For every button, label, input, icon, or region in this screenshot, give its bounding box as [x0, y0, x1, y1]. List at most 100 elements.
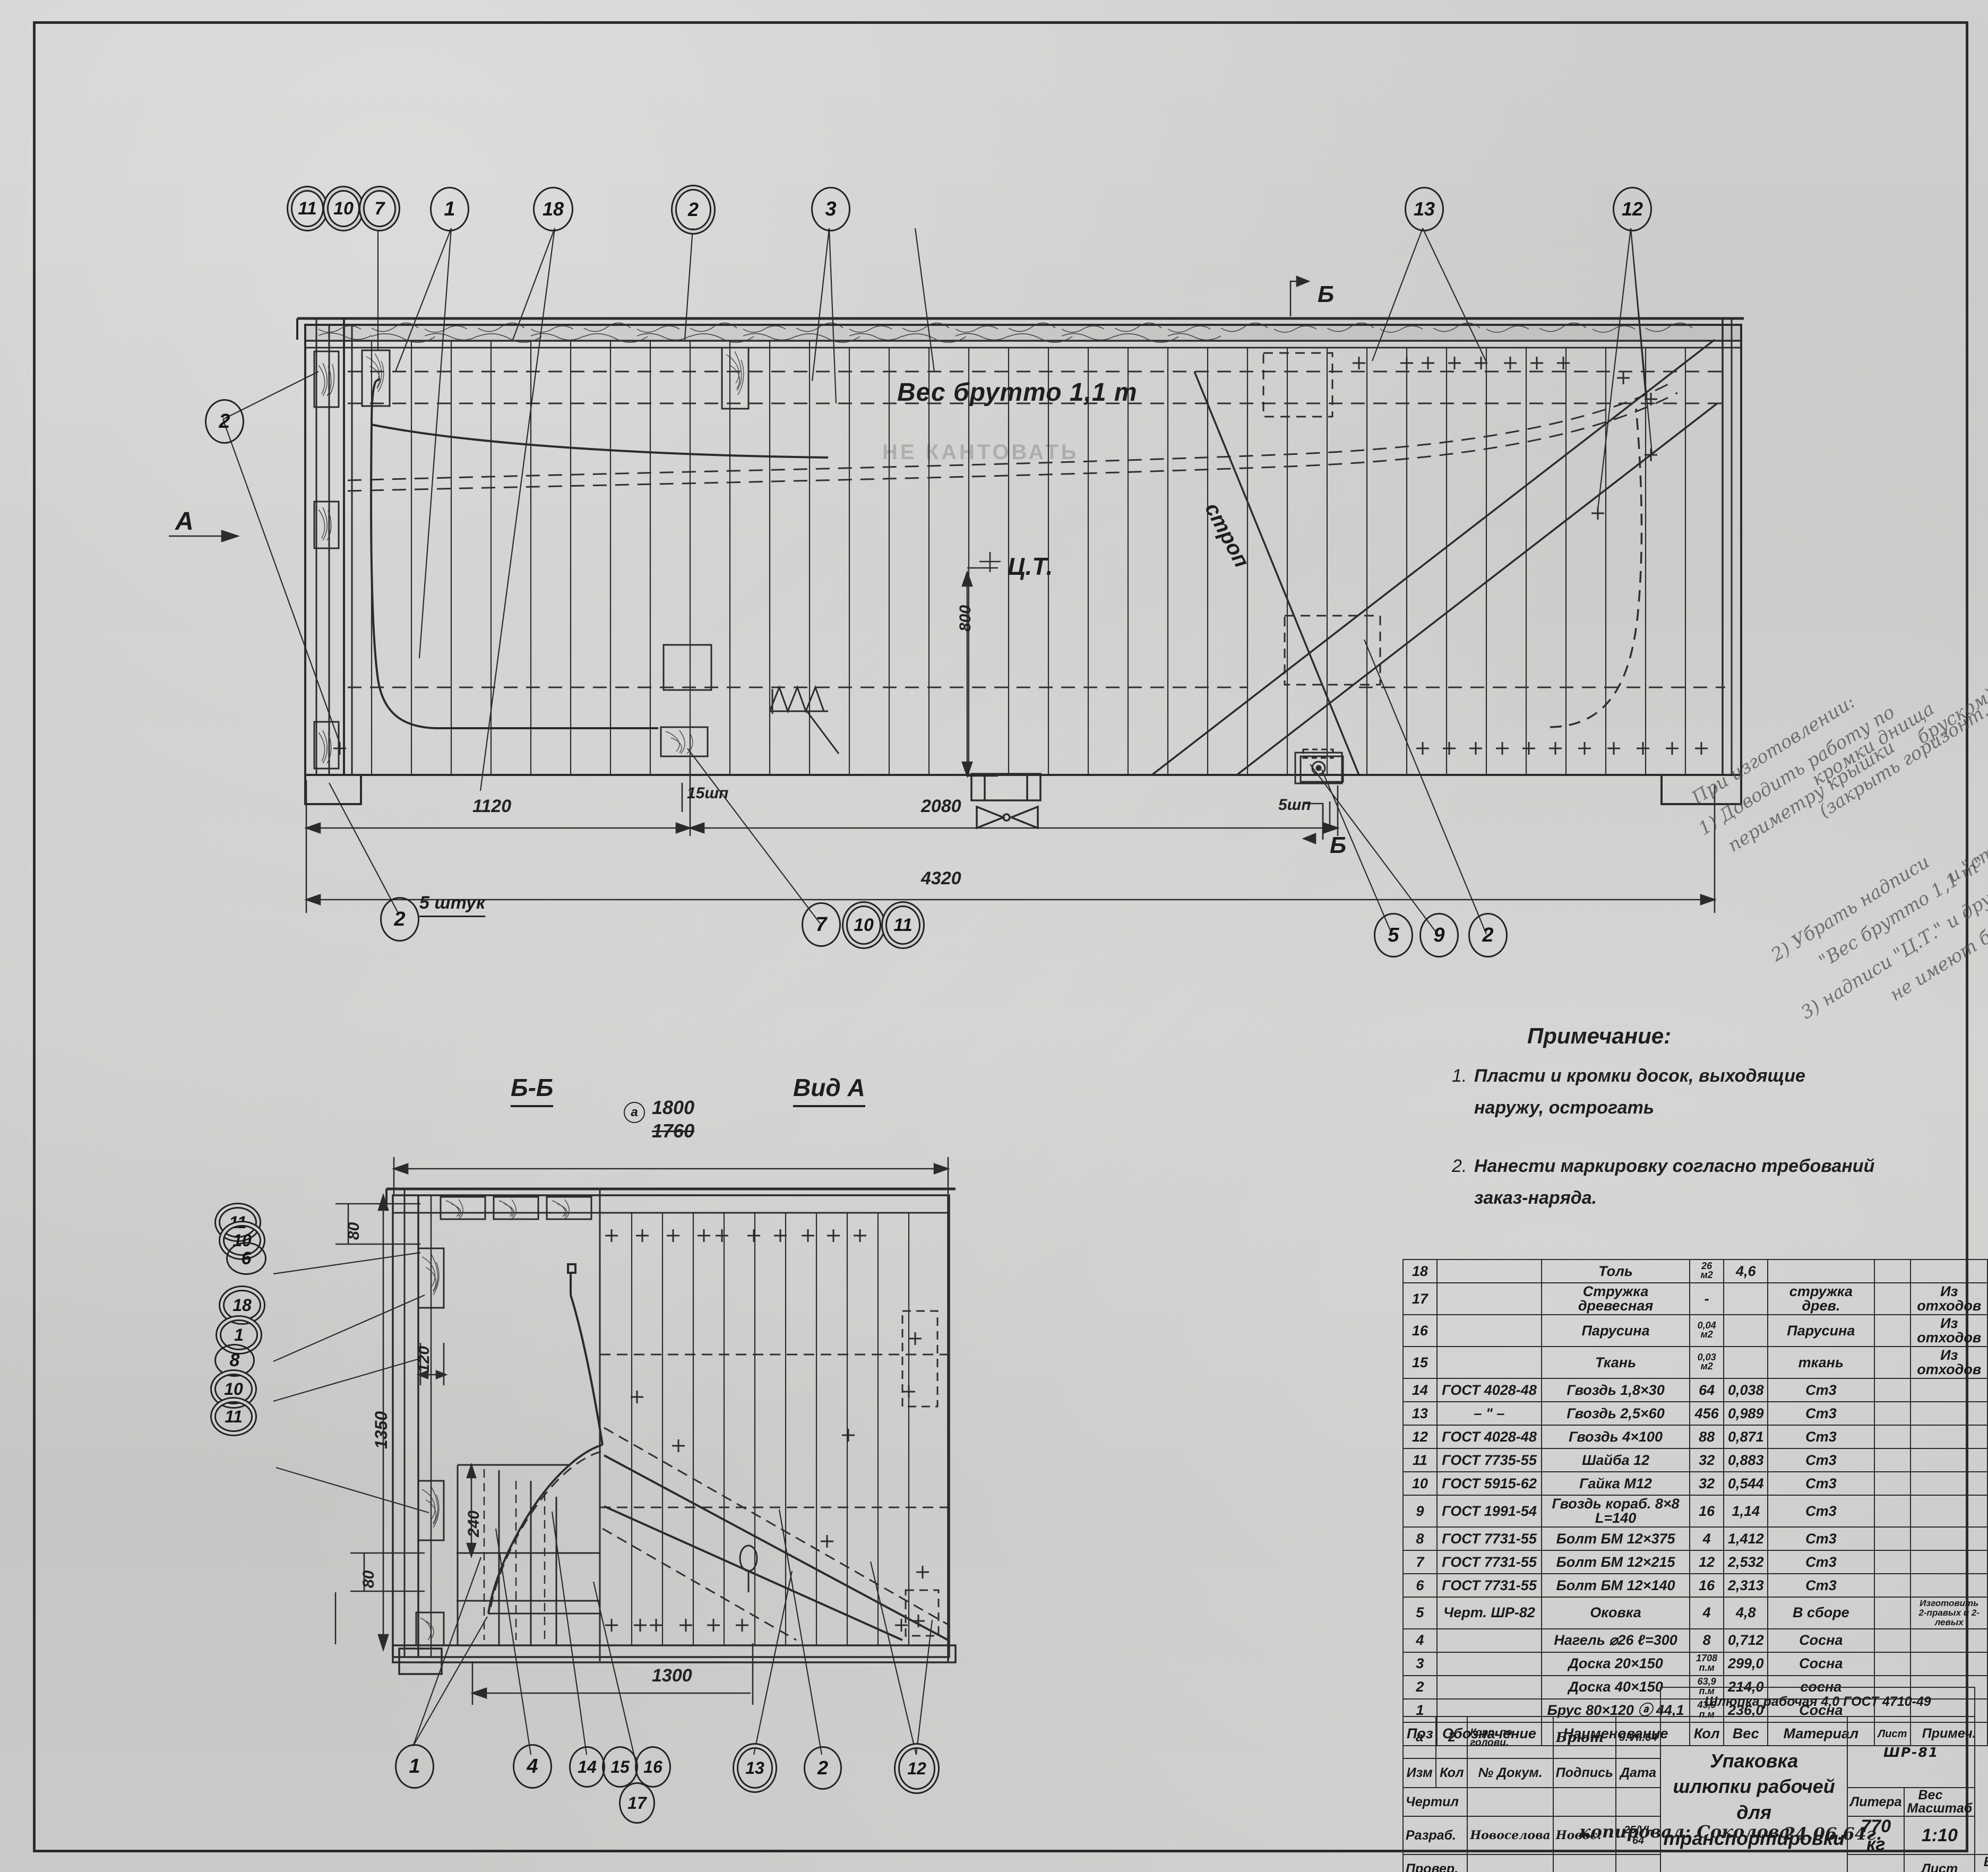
rev-kol: 2 [1435, 1715, 1468, 1759]
kol-number: 0,03 [1697, 1351, 1716, 1362]
spec-cell-pos: 17 [1402, 1282, 1438, 1315]
rev-izm: а [1402, 1715, 1437, 1759]
dim-width-change-mark: а [624, 1102, 645, 1123]
drawing-name-line-1: шлюпки рабочей [1673, 1775, 1835, 1798]
nail-marks-section [605, 1229, 929, 1632]
spec-cell-mat: Ст3 [1767, 1471, 1875, 1496]
balloon-18-sec: 18 [223, 1290, 261, 1321]
dim-120: 120 [415, 1345, 433, 1373]
spec-cell-oboz: ГОСТ 1991-54 [1436, 1495, 1543, 1528]
product-name: Шлюпка рабочая 4,0 ГОСТ 4710-49 [1660, 1687, 1976, 1717]
balloon-1-top: 1 [430, 187, 469, 231]
spec-cell-kol: 32 [1689, 1471, 1725, 1496]
spec-cell-oboz: – " – [1436, 1401, 1543, 1426]
balloon-7-top: 7 [363, 190, 396, 227]
spec-cell-pos: 10 [1402, 1471, 1438, 1496]
kol-unit: м2 [1700, 1361, 1713, 1372]
role-label-1: Разраб. [1402, 1816, 1468, 1855]
spec-cell-list [1873, 1314, 1912, 1347]
ves-value: 770 кг [1847, 1816, 1905, 1855]
kol-number: 1708 [1696, 1653, 1718, 1664]
spec-cell-pos: 5 [1402, 1597, 1438, 1629]
role-row-prover: Провер. Лист Всего листов [1402, 1854, 1988, 1872]
roller-detail [970, 773, 1042, 830]
spec-cell-kol: - [1689, 1282, 1725, 1315]
spec-cell-oboz [1436, 1346, 1543, 1379]
spec-cell-oboz [1436, 1314, 1543, 1347]
drawing-name-line-3: транспортировки [1663, 1827, 1845, 1849]
drawing-name: Упаковка шлюпки рабочей для транспортиро… [1660, 1716, 1848, 1872]
role-row-razrab: Разраб. Новоселова Новос. 25/VI-64 770 к… [1402, 1816, 1988, 1855]
role-date-2 [1615, 1854, 1662, 1872]
spec-cell-oboz: ГОСТ 5915-62 [1436, 1471, 1543, 1496]
note-1-line2: наружу, острогать [1474, 1098, 1655, 1118]
spec-cell-prim [1910, 1628, 1988, 1653]
spec-cell-name: Парусина [1541, 1314, 1690, 1347]
spec-cell-oboz [1436, 1651, 1543, 1676]
balloon-11-bottom: 11 [885, 905, 920, 945]
boat-hidden-outline [347, 370, 1725, 688]
spec-cell-name: Стружка древесная [1541, 1282, 1690, 1315]
pencil-line-8: и "строп" [1943, 818, 1988, 887]
spec-cell-kol: 64 [1689, 1378, 1725, 1402]
balloon-3-top: 3 [811, 187, 850, 231]
spec-cell-mat: Ст3 [1767, 1401, 1875, 1426]
col-dokum: № Докум. [1467, 1758, 1554, 1788]
spec-cell-name: Болт БМ 12×375 [1541, 1526, 1690, 1551]
balloon-10-bottom: 10 [846, 905, 881, 945]
kol-unit: м2 [1700, 1329, 1713, 1340]
balloon-12-top: 12 [1613, 187, 1652, 231]
spec-cell-ves [1723, 1314, 1769, 1347]
spec-cell-ves: 2,313 [1723, 1573, 1769, 1598]
spec-cell-name: Болт БМ 12×215 [1541, 1550, 1690, 1574]
spec-cell-list [1873, 1401, 1912, 1426]
balloon-2-sec-bottom: 2 [804, 1746, 842, 1790]
spec-cell-prim [1910, 1526, 1988, 1551]
spec-cell-list [1873, 1282, 1912, 1315]
col-data: Дата [1615, 1758, 1662, 1788]
quantity-callout-5pcs: 5 штук [419, 893, 486, 917]
dim-2080: 2080 [921, 796, 961, 816]
rev-data: 9.VII.64 [1615, 1715, 1662, 1759]
spec-cell-oboz: ГОСТ 7731-55 [1436, 1573, 1543, 1598]
drawing-name-line-0: Упаковка [1710, 1749, 1798, 1772]
view-arrow-a-label: А [175, 507, 194, 536]
spec-cell-oboz [1436, 1675, 1543, 1700]
spec-cell-name: Толь [1541, 1259, 1690, 1283]
cg-label: Ц.Т. [1008, 553, 1053, 580]
spec-cell-pos: 11 [1402, 1448, 1438, 1472]
diagonal-brace [604, 1454, 949, 1641]
spec-cell-oboz: Черт. ШР-82 [1436, 1597, 1543, 1629]
spec-cell-pos: 15 [1402, 1346, 1438, 1379]
spec-cell-kol: 456 [1689, 1401, 1725, 1426]
revision-header-row: Изм Кол № Докум. Подпись Дата [1402, 1758, 1988, 1788]
balloon-9-bottom: 9 [1419, 913, 1459, 957]
spec-cell-mat: Ст3 [1767, 1573, 1875, 1598]
spec-cell-list [1873, 1573, 1912, 1598]
spec-cell-name: Оковка [1541, 1597, 1690, 1629]
board-joints [371, 341, 1686, 775]
masshtab-value: 1:10 [1904, 1816, 1976, 1855]
spec-cell-mat: Парусина [1767, 1314, 1875, 1347]
spec-cell-oboz [1436, 1628, 1543, 1653]
drawing-code: ШР-81 [1847, 1716, 1976, 1788]
dim-1350: 1350 [372, 1411, 391, 1449]
spec-cell-pos: 7 [1402, 1550, 1438, 1574]
col-podpis: Подпись [1552, 1758, 1616, 1788]
dim-80-top: 80 [345, 1222, 363, 1240]
spec-cell-prim [1910, 1401, 1988, 1426]
drawing-name-line-2: для [1736, 1801, 1772, 1823]
